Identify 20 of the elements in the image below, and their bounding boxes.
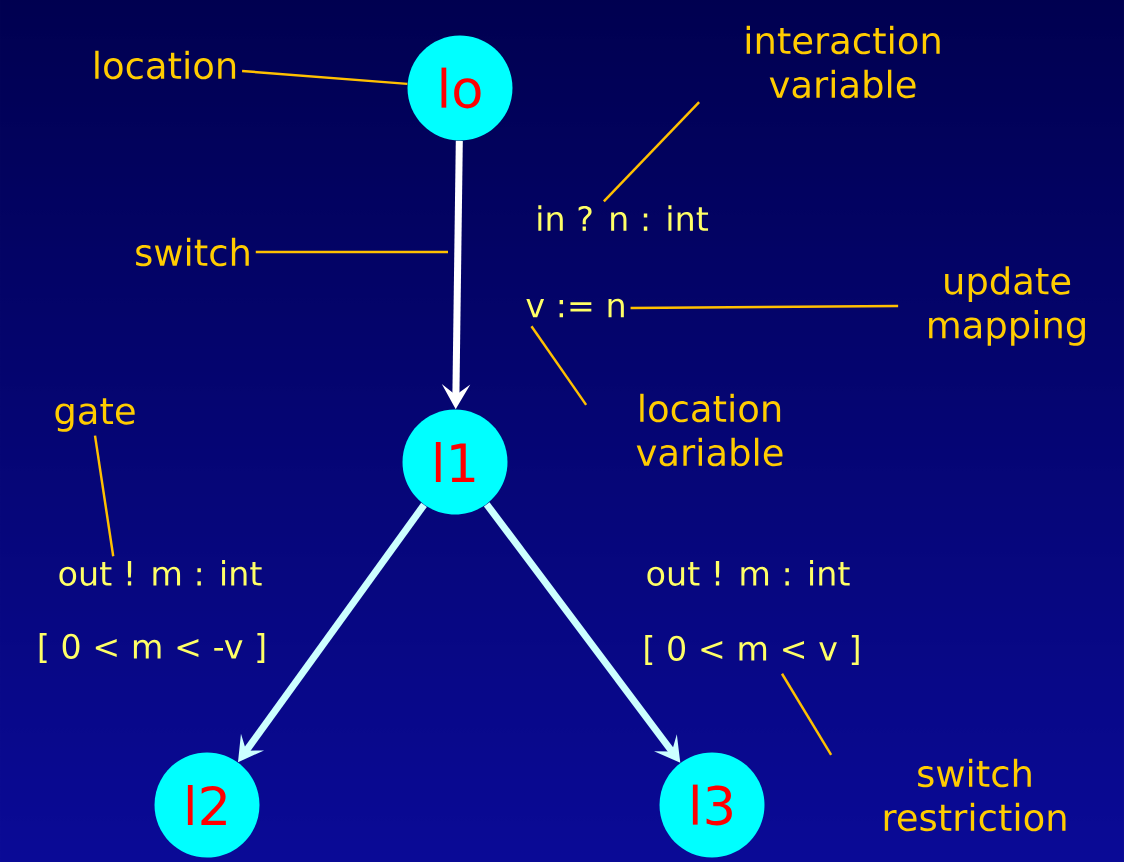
annotation-text: switch restriction — [884, 758, 1066, 832]
code-text: out ! m : int — [59, 560, 262, 586]
leader-line — [630, 304, 899, 310]
code-text: [ 0 < m < v ] — [645, 635, 859, 665]
leader-line — [530, 325, 588, 406]
code-text: [ 0 < m < -v ] — [39, 633, 265, 663]
leader-line — [603, 101, 701, 203]
leader-line — [242, 69, 408, 86]
annotation-text: location variable — [636, 393, 783, 467]
leader-line — [780, 673, 833, 756]
annotation-text: update mapping — [929, 266, 1085, 346]
leader-line — [93, 435, 115, 557]
leader-line — [255, 250, 448, 254]
code-text: v := n — [526, 298, 624, 318]
annotation-text: interaction variable — [746, 25, 940, 99]
code-text: in ? n : int — [538, 205, 709, 231]
annotation-text: gate — [55, 398, 135, 432]
annotation-text: switch — [136, 237, 249, 267]
annotation-text: location — [95, 50, 236, 80]
code-text: out ! m : int — [647, 560, 850, 586]
